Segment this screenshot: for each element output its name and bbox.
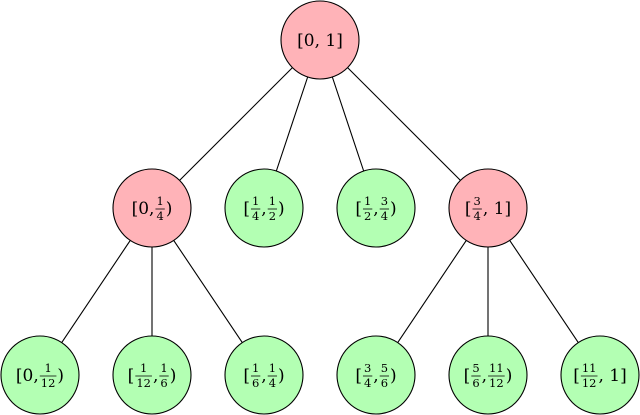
node-label-text: ,: [373, 366, 378, 386]
fraction-numerator: 1: [140, 361, 147, 375]
node-circle: [448, 168, 528, 248]
fraction-denominator: 4: [252, 209, 259, 223]
tree-node-n-112-16: [112, 16): [112, 335, 192, 415]
fraction-numerator: 1: [156, 194, 163, 208]
node-label-text: [0,: [132, 199, 155, 219]
fraction-denominator: 2: [269, 209, 276, 223]
tree-node-root: [0, 1]: [280, 0, 360, 80]
node-circle: [0, 335, 80, 415]
fraction-numerator: 1: [44, 361, 51, 375]
fraction-numerator: 1: [160, 361, 167, 375]
fraction-denominator: 12: [41, 376, 56, 390]
tree-node-n-0-112: [0, 112): [0, 335, 80, 415]
fraction-denominator: 12: [582, 376, 597, 390]
fraction-denominator: 12: [136, 376, 151, 390]
fraction-numerator: 5: [381, 361, 388, 375]
fraction-denominator: 12: [489, 376, 504, 390]
node-label-text: ,: [153, 366, 158, 386]
tree-node-n-0-14: [0, 14): [112, 168, 192, 248]
fraction-numerator: 3: [474, 194, 481, 208]
fraction-denominator: 4: [364, 376, 371, 390]
node-label-text: ,: [482, 366, 487, 386]
fraction-numerator: 11: [489, 361, 504, 375]
node-label-text: [: [355, 199, 362, 219]
tree-edge-n-0-14-to-n-0-112: [61, 240, 131, 343]
node-circle: [224, 168, 304, 248]
tree-edge-root-to-n-14-12: [275, 76, 309, 172]
fraction-denominator: 4: [381, 209, 388, 223]
node-label-text: ): [57, 366, 64, 386]
tree-node-n-34-56: [34, 56): [336, 335, 416, 415]
fraction-numerator: 3: [381, 194, 388, 208]
fraction-numerator: 11: [582, 361, 597, 375]
node-circle: [112, 168, 192, 248]
node-circle: [448, 335, 528, 415]
node-label-text: ): [390, 199, 397, 219]
node-label-text: , 1]: [483, 199, 511, 219]
tree-node-n-14-12: [14, 12): [224, 168, 304, 248]
fraction-denominator: 6: [472, 376, 479, 390]
tree-edge-n-34-1-to-n-1112-1: [509, 240, 579, 343]
node-label-text: ,: [261, 366, 266, 386]
node-label-text: [: [464, 366, 471, 386]
node-circle: [112, 335, 192, 415]
fraction-numerator: 1: [252, 194, 259, 208]
tree-edge-n-0-14-to-n-16-14: [173, 240, 243, 343]
fraction-denominator: 2: [364, 209, 371, 223]
fraction-numerator: 1: [252, 361, 259, 375]
tree-edge-root-to-n-12-34: [331, 76, 365, 172]
fraction-numerator: 3: [364, 361, 371, 375]
node-label-text: [: [355, 366, 362, 386]
node-label-text: ,: [373, 199, 378, 219]
fraction-denominator: 6: [381, 376, 388, 390]
node-label-text: ): [278, 199, 285, 219]
node-label-text: [: [243, 366, 250, 386]
tree-edge-n-34-1-to-n-34-56: [397, 240, 467, 343]
node-circle: [336, 168, 416, 248]
node-label-text: ): [166, 199, 173, 219]
node-label-text: ,: [261, 199, 266, 219]
fraction-denominator: 6: [160, 376, 167, 390]
node-label-text: [0, 1]: [297, 31, 343, 51]
node-label-text: ): [390, 366, 397, 386]
node-label-text: ): [170, 366, 177, 386]
node-circle: [336, 335, 416, 415]
fraction-numerator: 5: [472, 361, 479, 375]
node-label-text: [: [243, 199, 250, 219]
node-label-text: ): [506, 366, 513, 386]
fraction-denominator: 4: [474, 209, 481, 223]
node-circle: [224, 335, 304, 415]
tree-node-n-12-34: [12, 34): [336, 168, 416, 248]
node-label-text: ): [278, 366, 285, 386]
tree-node-n-16-14: [16, 14): [224, 335, 304, 415]
node-label-text: [: [128, 366, 135, 386]
fraction-numerator: 1: [269, 194, 276, 208]
fraction-denominator: 4: [156, 209, 163, 223]
node-label-text: [0,: [16, 366, 39, 386]
node-circle: [280, 0, 360, 80]
tree-edge-root-to-n-0-14: [179, 67, 293, 181]
node-label-text: [: [573, 366, 580, 386]
fraction-numerator: 1: [364, 194, 371, 208]
tree-edges: [61, 67, 579, 343]
fraction-numerator: 1: [269, 361, 276, 375]
node-circle: [560, 335, 640, 415]
node-label-text: [: [465, 199, 472, 219]
fraction-denominator: 6: [252, 376, 259, 390]
fraction-denominator: 4: [269, 376, 276, 390]
tree-edge-root-to-n-34-1: [347, 67, 461, 181]
node-label-text: , 1]: [599, 366, 627, 386]
tree-node-n-34-1: [34, 1]: [448, 168, 528, 248]
